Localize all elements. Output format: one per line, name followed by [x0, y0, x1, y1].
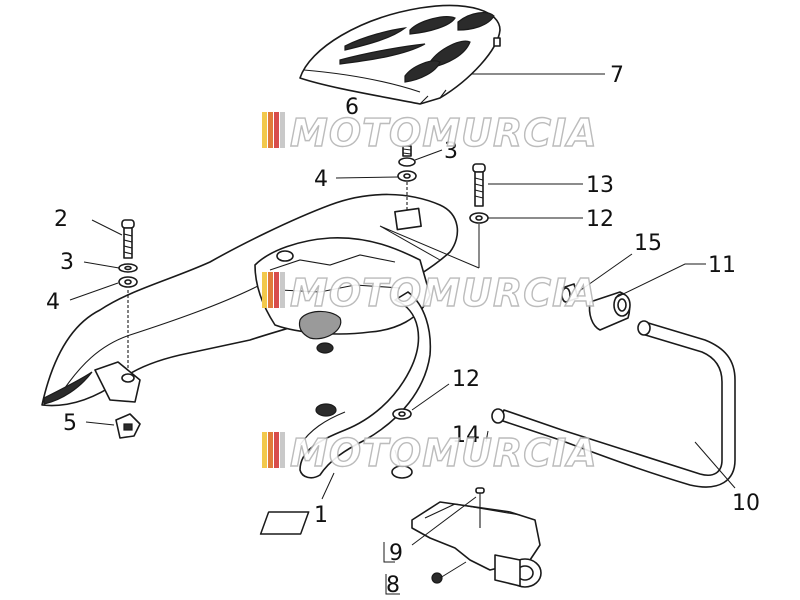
- callout-5: 5: [63, 411, 77, 436]
- callout-12-lower: 12: [452, 367, 480, 392]
- callout-4-left: 4: [46, 290, 60, 315]
- rear-rack: [41, 193, 459, 479]
- watermark-text: MOTOMURCIA: [290, 431, 598, 475]
- callout-3-center: 3: [444, 139, 458, 164]
- callout-14: 14: [452, 423, 480, 448]
- callout-3-left: 3: [60, 250, 74, 275]
- callout-4-center: 4: [314, 167, 328, 192]
- rod-assembly: [491, 283, 736, 488]
- callout-12-upper: 12: [586, 207, 614, 232]
- callout-2: 2: [54, 207, 68, 232]
- callout-11: 11: [708, 253, 736, 278]
- callout-9: 9: [389, 541, 403, 566]
- callout-10: 10: [732, 491, 760, 516]
- callout-7: 7: [610, 63, 624, 88]
- watermark-text: MOTOMURCIA: [290, 271, 598, 315]
- watermark-middle: MOTOMURCIA: [262, 270, 598, 316]
- right-bolt-stack: [379, 163, 489, 269]
- watermark-top: MOTOMURCIA: [262, 110, 598, 156]
- lower-washer: [392, 408, 412, 420]
- center-bolt-stack: [397, 145, 417, 210]
- leader-lines: [69, 73, 736, 595]
- callout-13: 13: [586, 173, 614, 198]
- lock-bracket: [259, 487, 542, 588]
- watermark-text: MOTOMURCIA: [290, 111, 598, 155]
- callout-8: 8: [386, 573, 400, 598]
- callout-6: 6: [345, 95, 359, 120]
- callout-labels: 7 6 3 4 2 3 4 5 13 12 15 11 12 14 10 1 9…: [46, 63, 760, 598]
- callout-1: 1: [314, 503, 328, 528]
- callout-15: 15: [634, 231, 662, 256]
- rear-rack-cover: [299, 4, 501, 105]
- watermark-bottom: MOTOMURCIA: [262, 430, 598, 476]
